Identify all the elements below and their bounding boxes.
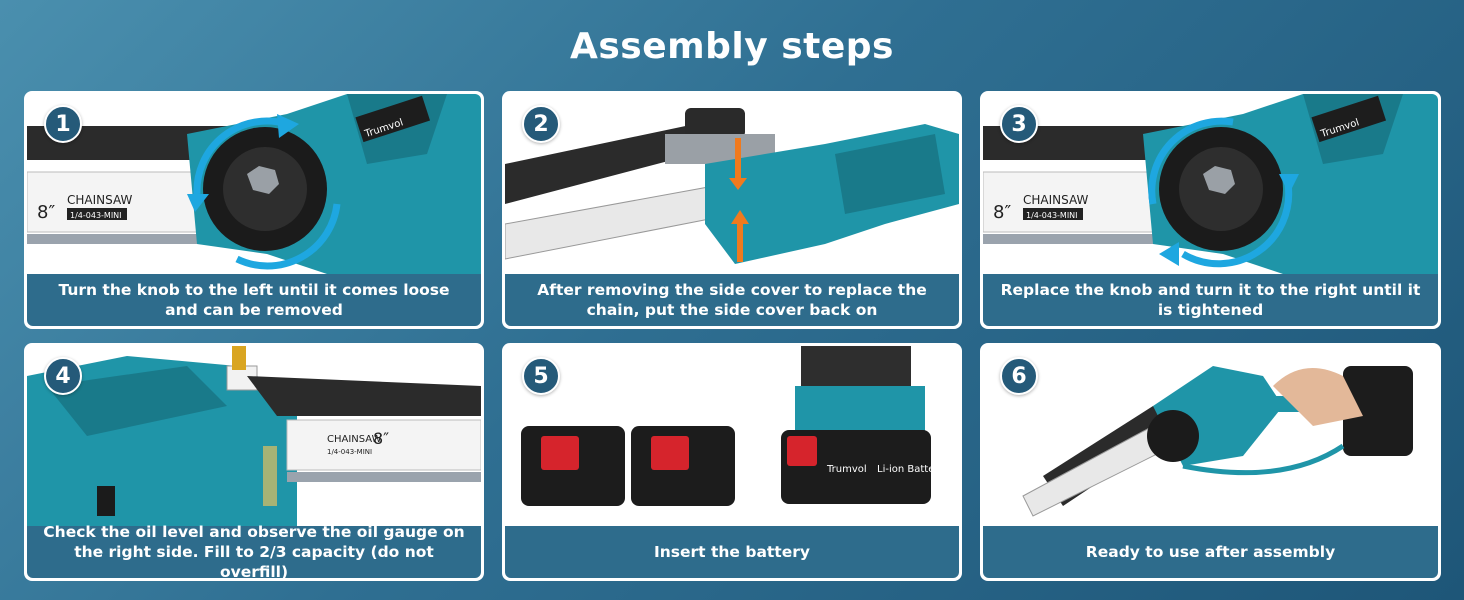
page-title: Assembly steps xyxy=(569,26,894,67)
step-caption: Insert the battery xyxy=(505,526,959,578)
step-2-illustration xyxy=(505,94,959,274)
step-number-badge: 6 xyxy=(1000,357,1038,395)
step-caption: Check the oil level and observe the oil … xyxy=(27,523,481,581)
step-4-illustration: CHAINSAW 8″ 1/4-043-MINI xyxy=(27,346,481,526)
bar-size: 8″ xyxy=(993,202,1011,223)
step-card-2: 2 After removing the side cover to repla… xyxy=(502,91,962,329)
step-3-illustration: CHAINSAW 8″ 1/4-043-MINI Trumvol xyxy=(983,94,1438,274)
step-number-badge: 1 xyxy=(44,105,82,143)
step-number-badge: 3 xyxy=(1000,105,1038,143)
step-caption: Ready to use after assembly xyxy=(983,526,1438,578)
step-caption: After removing the side cover to replace… xyxy=(505,274,959,326)
step-card-4: 4 CHAINSAW 8″ 1/4-043-MINI Check the oil… xyxy=(24,343,484,581)
step-card-6: 6 Ready to use after assembly xyxy=(980,343,1441,581)
bar-label: CHAINSAW xyxy=(327,434,382,445)
step-card-5: 5 Trumvol Li-ion Battery Insert the batt… xyxy=(502,343,962,581)
bar-size: 8″ xyxy=(37,202,55,223)
step-5-illustration: Trumvol Li-ion Battery xyxy=(505,346,959,526)
step-caption: Replace the knob and turn it to the righ… xyxy=(983,274,1438,326)
bar-code: 1/4-043-MINI xyxy=(1026,211,1078,220)
step-card-3: 3 CHAINSAW 8″ 1/4-043-MINI Trumvol Repla… xyxy=(980,91,1441,329)
bar-code: 1/4-043-MINI xyxy=(327,448,372,456)
step-6-illustration xyxy=(983,346,1438,526)
bar-label: CHAINSAW xyxy=(67,193,133,207)
step-caption: Turn the knob to the left until it comes… xyxy=(27,274,481,326)
step-number-badge: 5 xyxy=(522,357,560,395)
battery-type: Li-ion Battery xyxy=(877,464,944,475)
bar-code: 1/4-043-MINI xyxy=(70,211,122,220)
step-1-illustration: CHAINSAW 8″ 1/4-043-MINI Trumvol xyxy=(27,94,481,274)
step-number-badge: 4 xyxy=(44,357,82,395)
bar-label: CHAINSAW xyxy=(1023,193,1089,207)
step-card-1: 1 CHAINSAW 8″ 1/4-043-MINI Trumvol xyxy=(24,91,484,329)
step-number-badge: 2 xyxy=(522,105,560,143)
battery-brand: Trumvol xyxy=(826,464,867,475)
bar-size: 8″ xyxy=(373,429,389,448)
